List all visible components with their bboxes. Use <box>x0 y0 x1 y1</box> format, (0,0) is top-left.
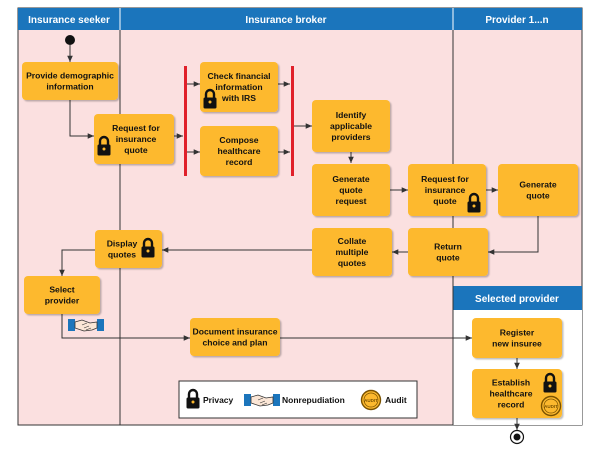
lane-title-broker: Insurance broker <box>245 15 326 26</box>
node-box <box>200 126 278 176</box>
edge-select-document <box>61 314 190 341</box>
node-box <box>472 369 562 418</box>
header-selected-provider <box>453 286 582 310</box>
node-label-line: quote <box>433 196 457 206</box>
node-label-line: provider <box>45 296 80 306</box>
node-label-line: new insuree <box>492 339 542 349</box>
node-label-line: Request for <box>112 123 160 133</box>
node-label-line: Generate <box>332 174 369 184</box>
node-label-line: Identify <box>336 110 367 120</box>
start-node <box>65 35 75 45</box>
legend-audit-stamp-text: AUDIT <box>364 398 378 403</box>
lane-title-selected-provider: Selected provider <box>475 294 559 305</box>
node-label-line: Register <box>500 328 535 338</box>
node-box <box>312 164 390 216</box>
node-label-line: providers <box>331 132 370 142</box>
node-label-line: insurance <box>116 134 157 144</box>
legend-privacy-label: Privacy <box>203 395 234 405</box>
node-label-line: record <box>226 157 253 167</box>
node-label-line: healthcare <box>490 389 533 399</box>
node-label-line: multiple <box>336 247 369 257</box>
node-label-line: Select <box>49 285 74 295</box>
node-box <box>24 276 100 314</box>
node-label-line: Document insurance <box>192 327 277 337</box>
node-box <box>94 114 174 164</box>
node-label-line: with IRS <box>221 93 256 103</box>
node-label-line: healthcare <box>218 146 261 156</box>
audit-stamp-text: AUDIT <box>544 404 558 409</box>
node-label-line: choice and plan <box>203 338 268 348</box>
node-label-line: Collate <box>338 236 367 246</box>
node-box <box>312 228 392 276</box>
header-broker <box>120 8 453 30</box>
node-box <box>190 318 280 356</box>
node-label-line: Request for <box>421 174 469 184</box>
node-label-line: Return <box>434 242 462 252</box>
node-box <box>472 318 562 358</box>
legend-nonrepudiation-label: Nonrepudiation <box>282 395 345 405</box>
header-seeker <box>18 8 120 30</box>
end-node-core <box>513 433 521 441</box>
lane-title-provider: Provider 1...n <box>485 15 548 26</box>
edge-demographic-request <box>69 100 94 139</box>
edge-generate-return <box>488 216 539 255</box>
node-label-line: insurance <box>425 185 466 195</box>
node-label-line: Display <box>107 239 138 249</box>
node-label-line: quote <box>339 185 363 195</box>
edge-display-select <box>59 249 95 276</box>
node-box <box>312 100 390 152</box>
node-label-line: information <box>46 82 93 92</box>
node-label-line: quote <box>526 191 550 201</box>
lane-title-seeker: Insurance seeker <box>28 15 110 26</box>
node-label-line: record <box>498 400 525 410</box>
node-label-line: Provide demographic <box>26 71 114 81</box>
node-box <box>22 62 118 100</box>
node-box <box>200 62 278 112</box>
node-label-line: information <box>215 82 262 92</box>
node-label-line: applicable <box>330 121 372 131</box>
join-bar <box>291 66 294 176</box>
node-label-line: Check financial <box>207 71 270 81</box>
node-label-line: quote <box>436 253 460 263</box>
node-label-line: Generate <box>519 180 556 190</box>
fork-bar <box>184 66 187 176</box>
node-box <box>408 164 486 216</box>
node-label-line: quotes <box>108 250 136 260</box>
connectors <box>59 45 539 430</box>
node-label-line: request <box>335 196 366 206</box>
legend-audit-label: Audit <box>385 395 407 405</box>
node-label-line: quotes <box>338 258 366 268</box>
node-box <box>408 228 488 276</box>
node-label-line: quote <box>124 145 148 155</box>
node-label-line: Compose <box>219 135 258 145</box>
header-provider <box>453 8 582 30</box>
node-box <box>498 164 578 216</box>
node-label-line: Establish <box>492 378 530 388</box>
